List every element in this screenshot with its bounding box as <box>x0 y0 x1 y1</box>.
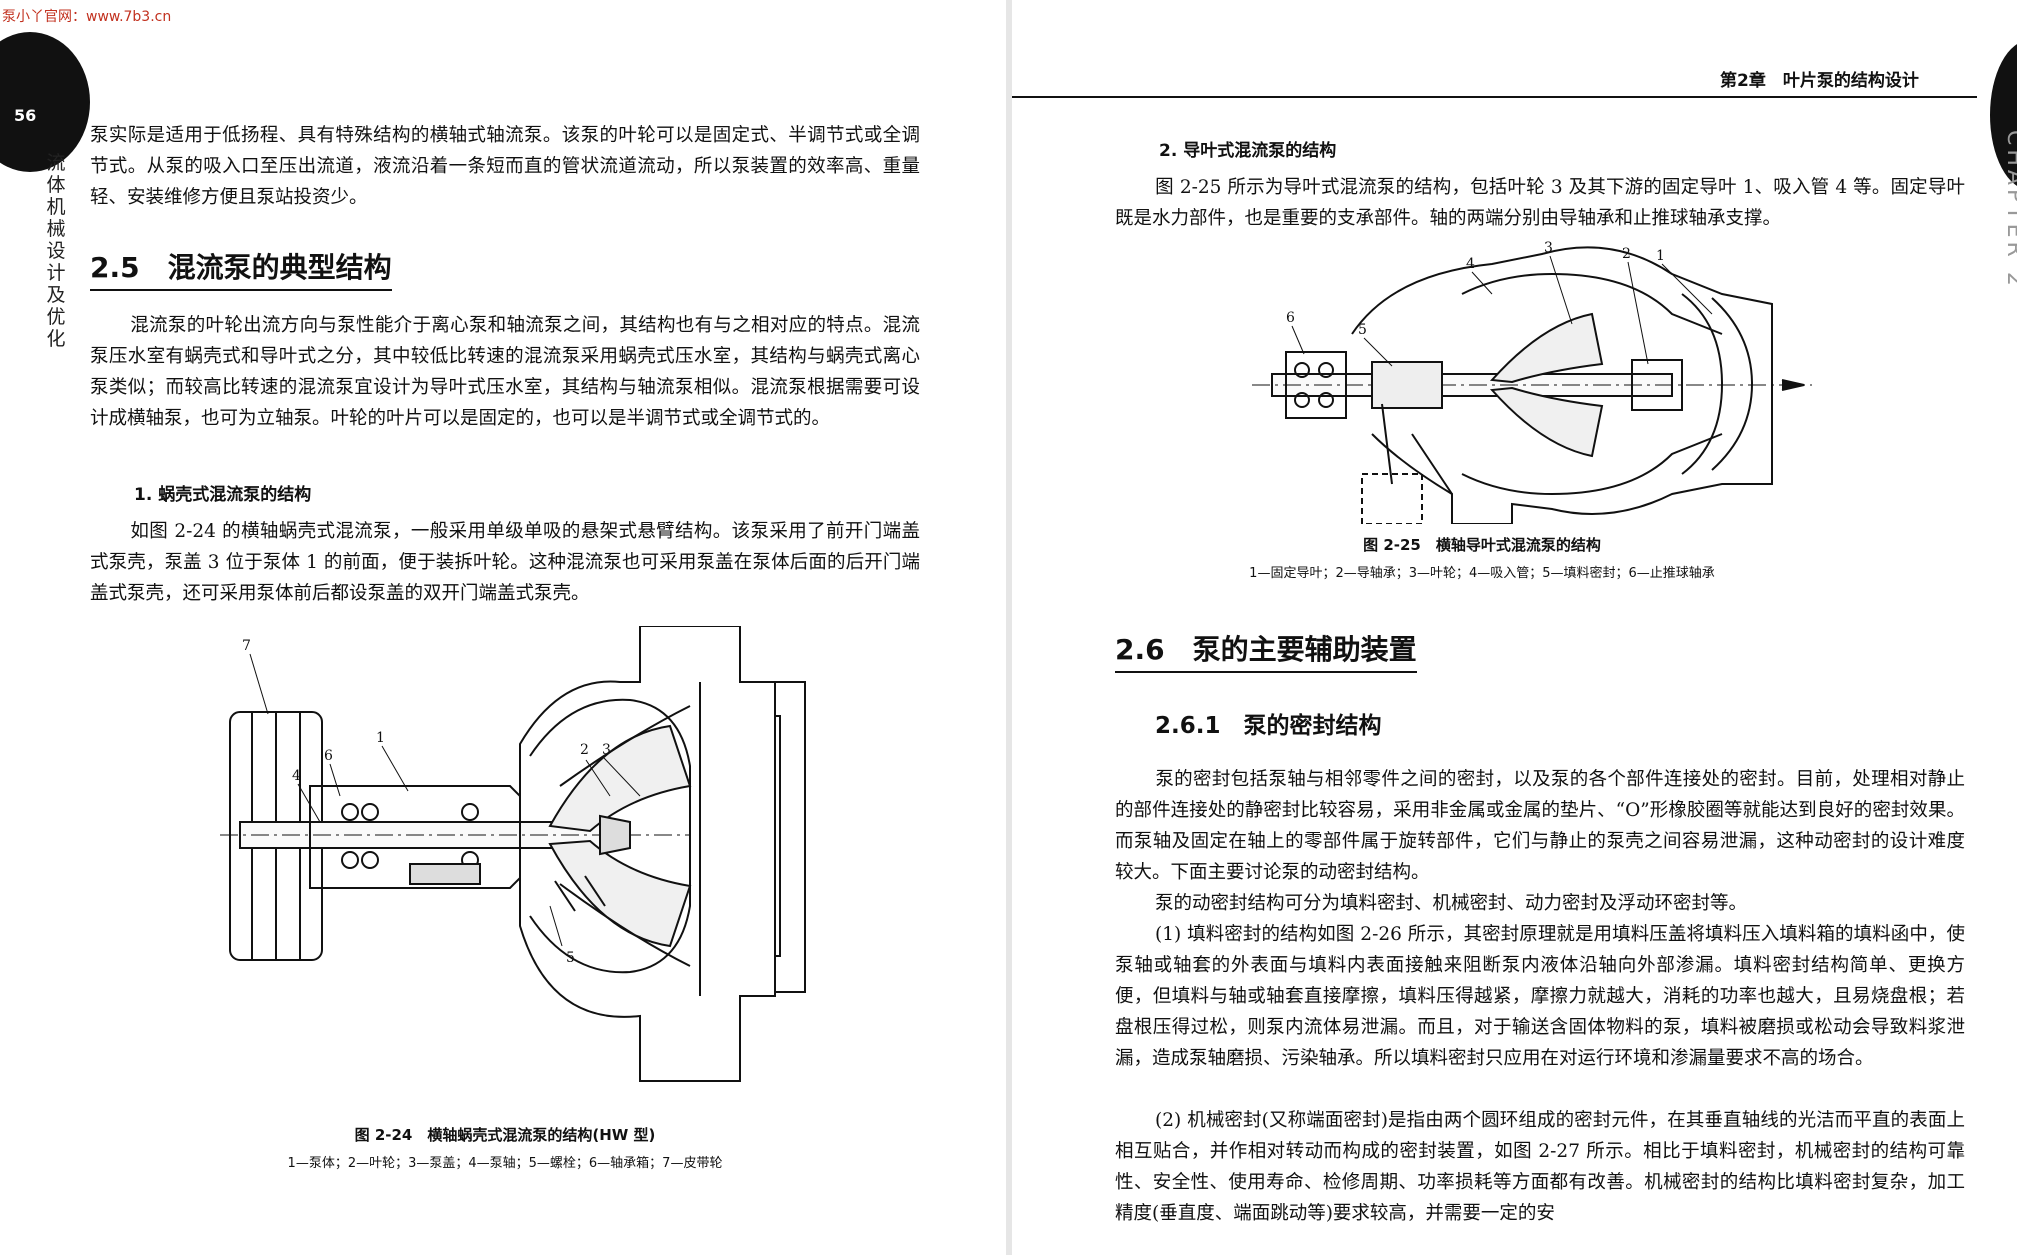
subsection-heading-2-6-1: 2.6.1 泵的密封结构 <box>1155 713 1382 739</box>
fig25-suction-pipe <box>1351 246 1773 524</box>
fig25-legend: 1—固定导叶；2—导轴承；3—叶轮；4—吸入管；5—填料密封；6—止推球轴承 <box>1249 566 1715 581</box>
fig25-caption: 图 2-25 横轴导叶式混流泵的结构 <box>1363 536 1601 554</box>
watermark: 泵小丫官网：www.7b3.cn <box>2 9 172 25</box>
sub2-para: 图 2-25 所示为导叶式混流泵的结构，包括叶轮 3 及其下游的固定导叶 1、吸… <box>1115 177 1965 229</box>
seal-para-4: (2) 机械密封(又称端面密封)是指由两个圆环组成的密封元件，在其垂直轴线的光洁… <box>1115 1110 1965 1224</box>
sub1-para: 如图 2-24 的横轴蜗壳式混流泵，一般采用单级单吸的悬架式悬臂结构。该泵采用了… <box>90 521 920 604</box>
seal-para-2: 泵的动密封结构可分为填料密封、机械密封、动力密封及浮动环密封等。 <box>1155 893 1748 914</box>
fig25-impeller <box>1489 312 1604 384</box>
fig25-label-3: 3 <box>1544 240 1553 256</box>
fig24-label-4: 4 <box>292 768 301 784</box>
fig24-label-3: 3 <box>602 742 611 758</box>
left-page: 泵小丫官网：www.7b3.cn 56 流体机械设计及优化 泵实际是适用于低扬程… <box>0 0 1006 1255</box>
seal-para-1: 泵的密封包括泵轴与相邻零件之间的密封，以及泵的各个部件连接处的密封。目前，处理相… <box>1115 769 1965 883</box>
fig24-casing <box>519 626 781 1082</box>
figure-2-25: 3 2 1 4 6 5 <box>1252 240 1812 524</box>
fig25-label-5: 5 <box>1358 322 1367 338</box>
fig25-guide-vanes <box>1681 293 1724 475</box>
section-heading-2-6: 2.6 泵的主要辅助装置 <box>1115 628 1417 673</box>
running-head-rule <box>1012 96 1977 98</box>
fig24-label-1: 1 <box>376 730 385 746</box>
fig24-cover <box>774 681 806 993</box>
fig25-label-6: 6 <box>1286 310 1295 326</box>
fig24-label-5: 5 <box>566 950 575 966</box>
side-title: 流体机械设计及优化 <box>46 152 66 350</box>
left-page-number: 56 <box>14 106 37 125</box>
fig25-thrust-bearing <box>1285 351 1347 419</box>
sub2-title: 2. 导叶式混流泵的结构 <box>1159 141 1337 161</box>
figure-2-24: 7 6 4 1 2 3 5 <box>220 626 806 1082</box>
fig25-packing-seal <box>1371 361 1443 409</box>
fig25-label-4: 4 <box>1466 256 1475 272</box>
fig24-label-7: 7 <box>242 638 251 654</box>
seal-para-3: (1) 填料密封的结构如图 2-26 所示，其密封原理就是用填料压盖将填料压入填… <box>1115 924 1965 1069</box>
right-page: 第2章 叶片泵的结构设计 57 CHAPTER 2 2. 导叶式混流泵的结构 图… <box>1012 0 2017 1255</box>
fig24-impeller <box>548 724 692 833</box>
fig24-label-6: 6 <box>324 748 333 764</box>
section-2-5-para: 混流泵的叶轮出流方向与泵性能介于离心泵和轴流泵之间，其结构也有与之相对应的特点。… <box>90 315 920 429</box>
fig24-caption: 图 2-24 横轴蜗壳式混流泵的结构(HW 型) <box>354 1126 656 1144</box>
chapter-vertical: CHAPTER 2 <box>2002 130 2017 290</box>
sub1-title: 1. 蜗壳式混流泵的结构 <box>134 485 312 505</box>
page-gutter <box>1006 0 1012 1255</box>
running-head: 第2章 叶片泵的结构设计 <box>1720 71 1919 91</box>
left-intro-para: 泵实际是适用于低扬程、具有特殊结构的横轴式轴流泵。该泵的叶轮可以是固定式、半调节… <box>90 125 920 208</box>
section-heading-2-5: 2.5 混流泵的典型结构 <box>90 246 392 291</box>
fig24-legend: 1—泵体；2—叶轮；3—泵盖；4—泵轴；5—螺栓；6—轴承箱；7—皮带轮 <box>287 1156 723 1171</box>
fig25-guide-bearing <box>1631 359 1683 411</box>
fig24-label-2: 2 <box>580 742 589 758</box>
left-thumb-blob <box>0 32 90 172</box>
fig25-label-1: 1 <box>1656 248 1665 264</box>
fig25-label-2: 2 <box>1622 246 1631 262</box>
